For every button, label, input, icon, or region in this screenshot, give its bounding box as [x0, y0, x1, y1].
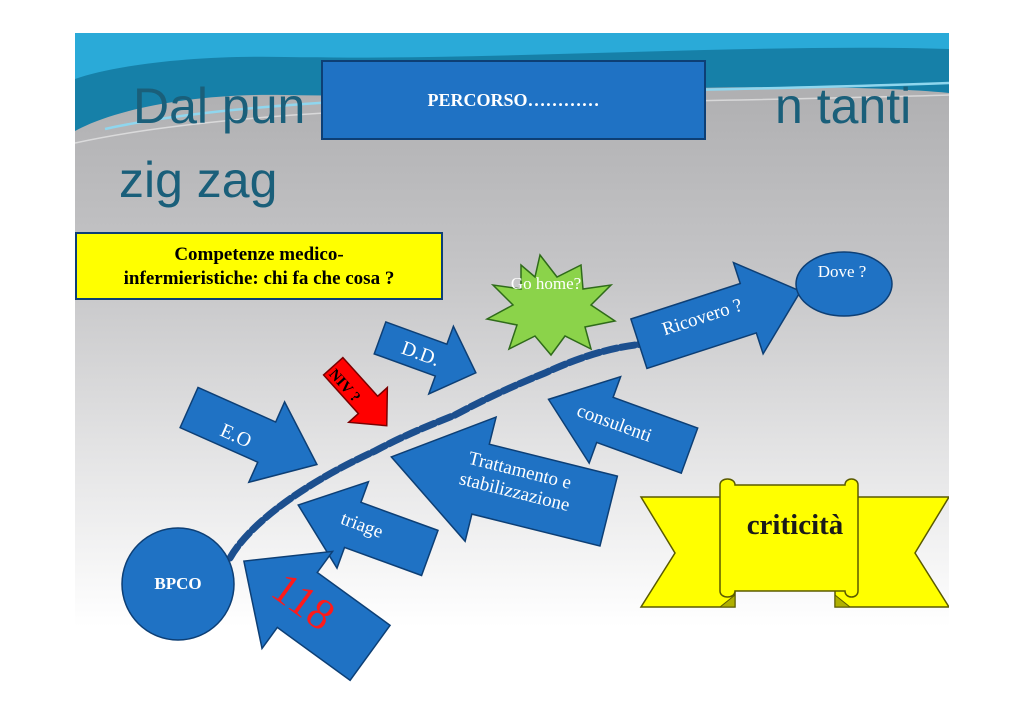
slide-title-line2: zig zag: [119, 152, 278, 208]
arrow-triage: [297, 480, 439, 577]
arrow-trattamento: [390, 415, 619, 547]
slide-title-line1: Dal pun: [133, 78, 306, 134]
bpco-circle: [121, 527, 235, 641]
pathway-line: [226, 337, 699, 562]
competenze-box: Competenze medico- infermieristiche: chi…: [75, 232, 443, 300]
arrow-dd: [373, 320, 477, 396]
criticita-label: criticità: [746, 509, 844, 541]
competenze-text: Competenze medico- infermieristiche: chi…: [123, 244, 395, 289]
slide: Dal pun n tanti zig zag PERCORSO………… Com…: [75, 33, 949, 693]
criticita-banner: [639, 478, 949, 608]
go-home-label: Go home?: [510, 274, 582, 293]
go-home-starburst: [484, 253, 617, 357]
dove-label: Dove ?: [817, 262, 867, 281]
dove-ellipse: [795, 251, 893, 317]
arrow-consulenti: [547, 375, 699, 475]
arrow-eo: [179, 386, 319, 484]
diagram-canvas: [75, 33, 949, 682]
arrow-ricovero: [629, 261, 802, 370]
arrow-niv: [322, 356, 389, 427]
slide-title-line1-end: n tanti: [775, 78, 912, 134]
percorso-box: PERCORSO…………: [321, 60, 706, 140]
bpco-label: BPCO: [154, 574, 202, 593]
arrow-118: [242, 550, 392, 682]
